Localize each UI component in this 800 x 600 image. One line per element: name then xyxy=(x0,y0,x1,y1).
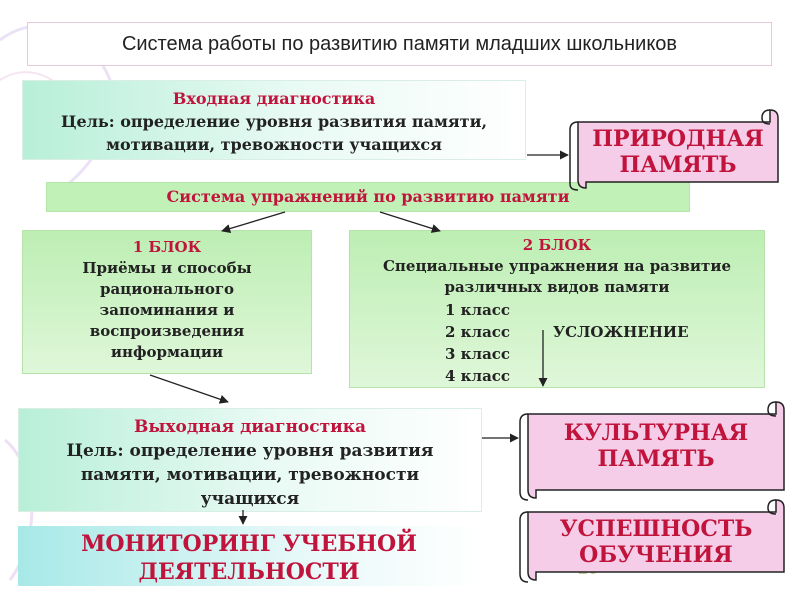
arrow-block1-to-output xyxy=(150,375,228,402)
learning-success-line-1: УСПЕШНОСТЬ xyxy=(536,516,776,542)
cultural-memory-line-1: КУЛЬТУРНАЯ xyxy=(536,420,776,446)
learning-success-line-2: ОБУЧЕНИЯ xyxy=(536,542,776,568)
natural-memory-label: ПРИРОДНАЯ ПАМЯТЬ xyxy=(586,126,770,178)
arrow-system-to-block1 xyxy=(222,212,285,231)
arrow-system-to-block2 xyxy=(380,212,440,231)
cultural-memory-label: КУЛЬТУРНАЯ ПАМЯТЬ xyxy=(536,420,776,472)
learning-success-label: УСПЕШНОСТЬ ОБУЧЕНИЯ xyxy=(536,516,776,568)
natural-memory-line-1: ПРИРОДНАЯ xyxy=(586,126,770,152)
cultural-memory-line-2: ПАМЯТЬ xyxy=(536,446,776,472)
natural-memory-line-2: ПАМЯТЬ xyxy=(586,152,770,178)
